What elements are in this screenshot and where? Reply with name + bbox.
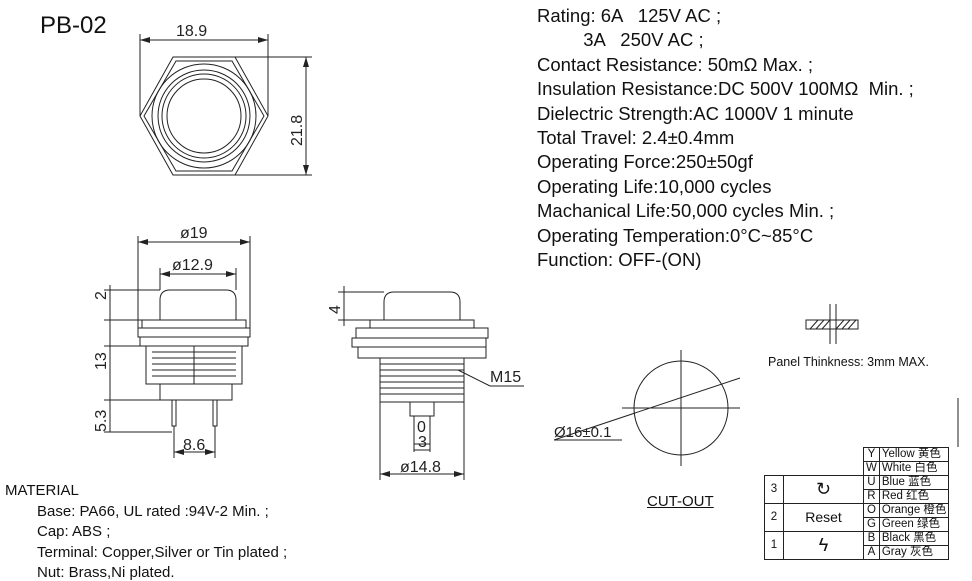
dim-pin-w: 0 [417, 419, 426, 436]
lightning-icon: ϟ [818, 534, 829, 555]
spec-line: Dielectric Strength:AC 1000V 1 minute [537, 102, 854, 124]
spec-line: Machanical Life:50,000 cycles Min. ; [537, 200, 835, 222]
color-name: Green 绿色 [878, 517, 950, 532]
spec-line: Operating Force:250±50gf [537, 151, 753, 173]
led-color-table: Y Yellow 黄色 W White 白色 3 ↻ U Blue 蓝色 R R… [764, 447, 950, 560]
dim-thread: M15 [490, 369, 521, 386]
dim-side-cap: 4 [327, 305, 344, 314]
dim-outer-dia: ø19 [180, 225, 208, 242]
color-name: Orange 橙色 [878, 503, 950, 518]
terminal-number: 2 [764, 503, 784, 532]
material-line: Nut: Brass,Ni plated. [37, 564, 175, 581]
color-name: Black 黑色 [878, 531, 950, 546]
dim-pin-len: 5.3 [93, 410, 110, 432]
material-heading: MATERIAL [5, 482, 79, 499]
color-code: B [863, 531, 880, 546]
material-line: Base: PA66, UL rated :94V-2 Min. ; [37, 502, 269, 520]
terminal-function: ϟ [783, 531, 864, 560]
cutout-label: CUT-OUT [647, 493, 714, 510]
panel-thickness-note: Panel Thinkness: 3mm MAX. [768, 355, 929, 369]
dim-top-width: 18.9 [176, 23, 207, 40]
spec-line: Rating: 6A 125V AC ; [537, 5, 722, 26]
color-code: R [863, 489, 880, 504]
dim-top-height: 21.8 [289, 115, 306, 146]
color-code: G [863, 517, 880, 532]
dim-pin-width: 3 [418, 434, 427, 451]
color-name: Red 红色 [878, 489, 950, 504]
side-view-drawing [338, 286, 524, 480]
panel-thickness-symbol [805, 304, 859, 344]
color-code: Y [863, 447, 880, 462]
terminal-function: ↻ [783, 475, 864, 504]
terminal-function: Reset [783, 503, 864, 532]
terminal-number: 1 [764, 531, 784, 560]
color-name: Gray 灰色 [878, 545, 950, 560]
dim-thread-len: 13 [93, 352, 110, 370]
dim-body-dia: ø14.8 [400, 459, 441, 476]
spec-line: Operating Life:10,000 cycles [537, 175, 772, 197]
dim-pin-pitch: 8.6 [183, 437, 205, 454]
color-code: A [863, 545, 880, 560]
spec-line: Operating Temperation:0°C~85°C [537, 224, 814, 246]
terminal-number: 3 [764, 475, 784, 504]
color-code: U [863, 475, 880, 490]
top-view-drawing [139, 34, 312, 176]
spec-line: Function: OFF-(ON) [537, 249, 702, 271]
color-code: W [863, 461, 880, 476]
part-number-title: PB-02 [40, 12, 107, 39]
dim-cap-height: 2 [93, 291, 110, 300]
material-line: Cap: ABS ; [37, 523, 111, 540]
color-name: Blue 蓝色 [878, 475, 950, 490]
spec-line: 3A 250V AC ; [537, 29, 704, 51]
specifications: Rating: 6A 125V AC ; 3A 250V AC ;Contact… [537, 4, 914, 272]
dim-inner-dia: ø12.9 [172, 257, 213, 274]
spec-line: Insulation Resistance:DC 500V 100MΩ Min.… [537, 78, 914, 100]
color-name: White 白色 [878, 461, 950, 476]
color-name: Yellow 黄色 [878, 447, 950, 462]
dim-cutout-dia: Ø16±0.1 [554, 424, 611, 441]
material-line: Terminal: Copper,Silver or Tin plated ; [37, 543, 288, 561]
cutout-drawing [553, 350, 741, 466]
spec-line: Total Travel: 2.4±0.4mm [537, 127, 735, 149]
color-code: O [863, 503, 880, 518]
front-view-drawing [104, 236, 251, 458]
refresh-icon: ↻ [815, 478, 832, 499]
spec-line: Contact Resistance: 50mΩ Max. ; [537, 53, 814, 75]
material-section: MATERIAL Base: PA66, UL rated :94V-2 Min… [5, 481, 287, 581]
